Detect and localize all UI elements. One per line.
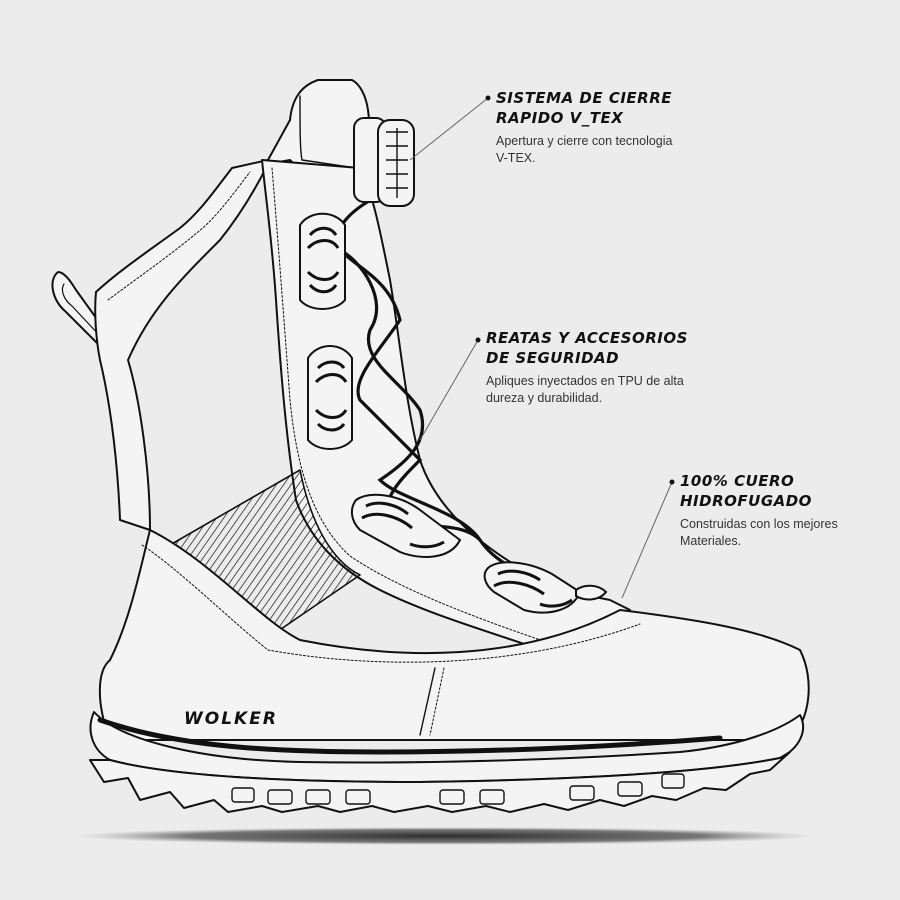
- outsole: [89, 751, 791, 813]
- brand-logo: WOLKER: [184, 709, 278, 729]
- callout-leaders: [409, 97, 673, 599]
- callout-description: Construidas con los mejores Materiales.: [680, 516, 890, 550]
- boot-drawing: [51, 79, 810, 813]
- lace-guide-2: [307, 345, 353, 450]
- callout-desc-line2: Materiales.: [680, 534, 742, 548]
- callout-safety-accessories: REATAS Y ACCESORIOS DE SEGURIDAD Aplique…: [486, 328, 746, 407]
- lace-guides: [299, 212, 582, 614]
- ground-shadow: [75, 827, 815, 845]
- lace-hook: [575, 584, 608, 601]
- callout-desc-line1: Construidas con los mejores: [680, 517, 838, 531]
- callout-title: REATAS Y ACCESORIOS DE SEGURIDAD: [486, 328, 746, 368]
- callout-title-line1: SISTEMA DE CIERRE: [496, 89, 673, 107]
- lace-guide-3: [350, 493, 462, 558]
- callout-closure-system: SISTEMA DE CIERRE RAPIDO V_TEX Apertura …: [496, 88, 756, 167]
- callout-title-line2: HIDROFUGADO: [680, 492, 812, 510]
- callout-title-line2: DE SEGURIDAD: [486, 349, 620, 367]
- lace-guide-4: [483, 561, 582, 614]
- closure-dial: [353, 117, 415, 207]
- callout-title-line1: REATAS Y ACCESORIOS: [486, 329, 688, 347]
- callout-dots: [475, 95, 675, 485]
- callout-desc-line1: Apliques inyectados en TPU de alta: [486, 374, 684, 388]
- boot-shaft-rear: [94, 79, 377, 531]
- callout-desc-line1: Apertura y cierre con tecnologia: [496, 134, 673, 148]
- boot-lower: [98, 529, 810, 741]
- callout-desc-line2: dureza y durabilidad.: [486, 391, 603, 405]
- callout-description: Apliques inyectados en TPU de alta durez…: [486, 373, 746, 407]
- callout-title-line2: RAPIDO V_TEX: [496, 109, 624, 127]
- lace-guide-1: [299, 212, 346, 310]
- callout-leather: 100% CUERO HIDROFUGADO Construidas con l…: [680, 471, 890, 550]
- callout-desc-line2: V-TEX.: [496, 151, 536, 165]
- callout-title-line1: 100% CUERO: [680, 472, 795, 490]
- laces: [335, 193, 582, 594]
- callout-title: SISTEMA DE CIERRE RAPIDO V_TEX: [496, 88, 756, 128]
- callout-description: Apertura y cierre con tecnologia V-TEX.: [496, 133, 756, 167]
- callout-title: 100% CUERO HIDROFUGADO: [680, 471, 890, 511]
